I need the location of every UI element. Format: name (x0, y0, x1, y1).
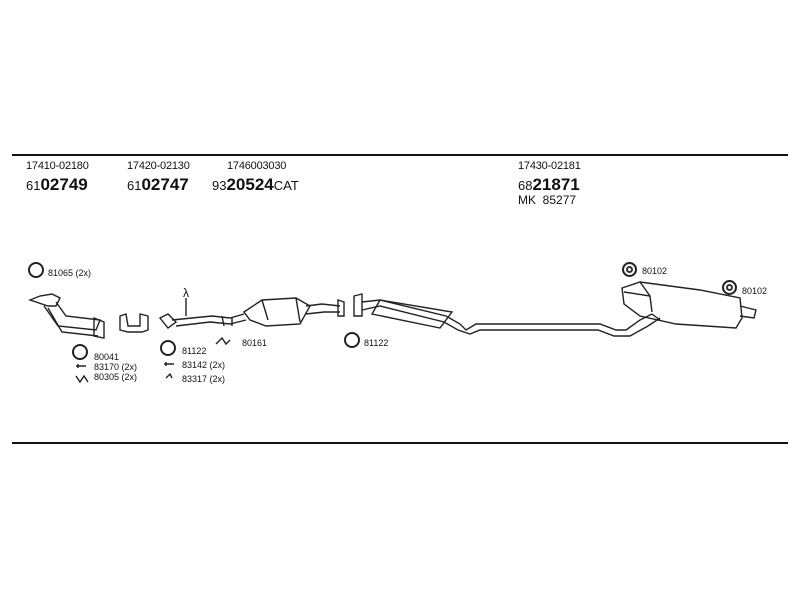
part-suffix-3: CAT (273, 178, 299, 193)
accessory-83142: 83142 (2x) (182, 360, 226, 370)
rear-silencer-drawing (621, 281, 757, 329)
accessory-81122-b: 81122 (364, 338, 389, 348)
accessory-80161: 80161 (242, 338, 268, 348)
part-ref-3: 1746003030 (227, 160, 287, 172)
part-ref-1: 17410-02180 (26, 160, 89, 172)
accessory-80102-a: 80102 (642, 266, 668, 276)
accessory-83170: 83170 (2x) (94, 362, 138, 372)
extra-number: 85277 (542, 193, 577, 207)
accessory-81122-a: 81122 (182, 346, 207, 356)
part-code-2: 6102747 (127, 175, 189, 195)
top-rule (12, 154, 788, 156)
part-code-4: 6821871 (518, 175, 580, 195)
part-ref-2: 17420-02130 (127, 160, 190, 172)
ring-icon (622, 262, 637, 277)
accessory-83317: 83317 (2x) (182, 374, 226, 384)
bolt-83170-drawing (76, 364, 86, 368)
accessory-80041: 80041 (94, 352, 120, 362)
clip-80305-drawing (75, 374, 89, 384)
lambda-symbol: λ (183, 286, 189, 300)
accessory-81065: 81065 (2x) (48, 268, 92, 278)
part-ref-4: 17430-02181 (518, 160, 581, 172)
bottom-rule (12, 442, 788, 444)
extra-code: MK 85277 (518, 193, 576, 207)
part-prefix-2: 61 (127, 178, 142, 193)
ring-icon (72, 344, 88, 360)
part-prefix-4: 68 (518, 178, 533, 193)
extra-prefix: MK (518, 193, 536, 207)
part-number-1: 02749 (40, 175, 88, 194)
front-pipe-drawing (27, 293, 105, 339)
bracket-80161-drawing (215, 336, 231, 346)
part-number-2: 02747 (141, 175, 189, 194)
part-number-3: 20524 (226, 175, 274, 194)
part-code-1: 6102749 (26, 175, 88, 195)
part-prefix-3: 93 (212, 178, 227, 193)
catalyst-drawing (158, 297, 345, 329)
part-code-3: 9320524CAT (212, 175, 299, 195)
ring-icon (722, 280, 737, 295)
intermediate-pipe-drawing (119, 313, 149, 333)
bolt-83142-drawing (164, 362, 174, 366)
ring-icon (344, 332, 360, 348)
ring-icon (28, 262, 44, 278)
accessory-80305: 80305 (2x) (94, 372, 138, 382)
ring-icon (160, 340, 176, 356)
accessory-80102-b: 80102 (742, 286, 768, 296)
part-number-4: 21871 (532, 175, 580, 194)
middle-pipe-drawing (353, 293, 661, 337)
spring-83317-drawing (165, 372, 173, 379)
part-prefix-1: 61 (26, 178, 41, 193)
